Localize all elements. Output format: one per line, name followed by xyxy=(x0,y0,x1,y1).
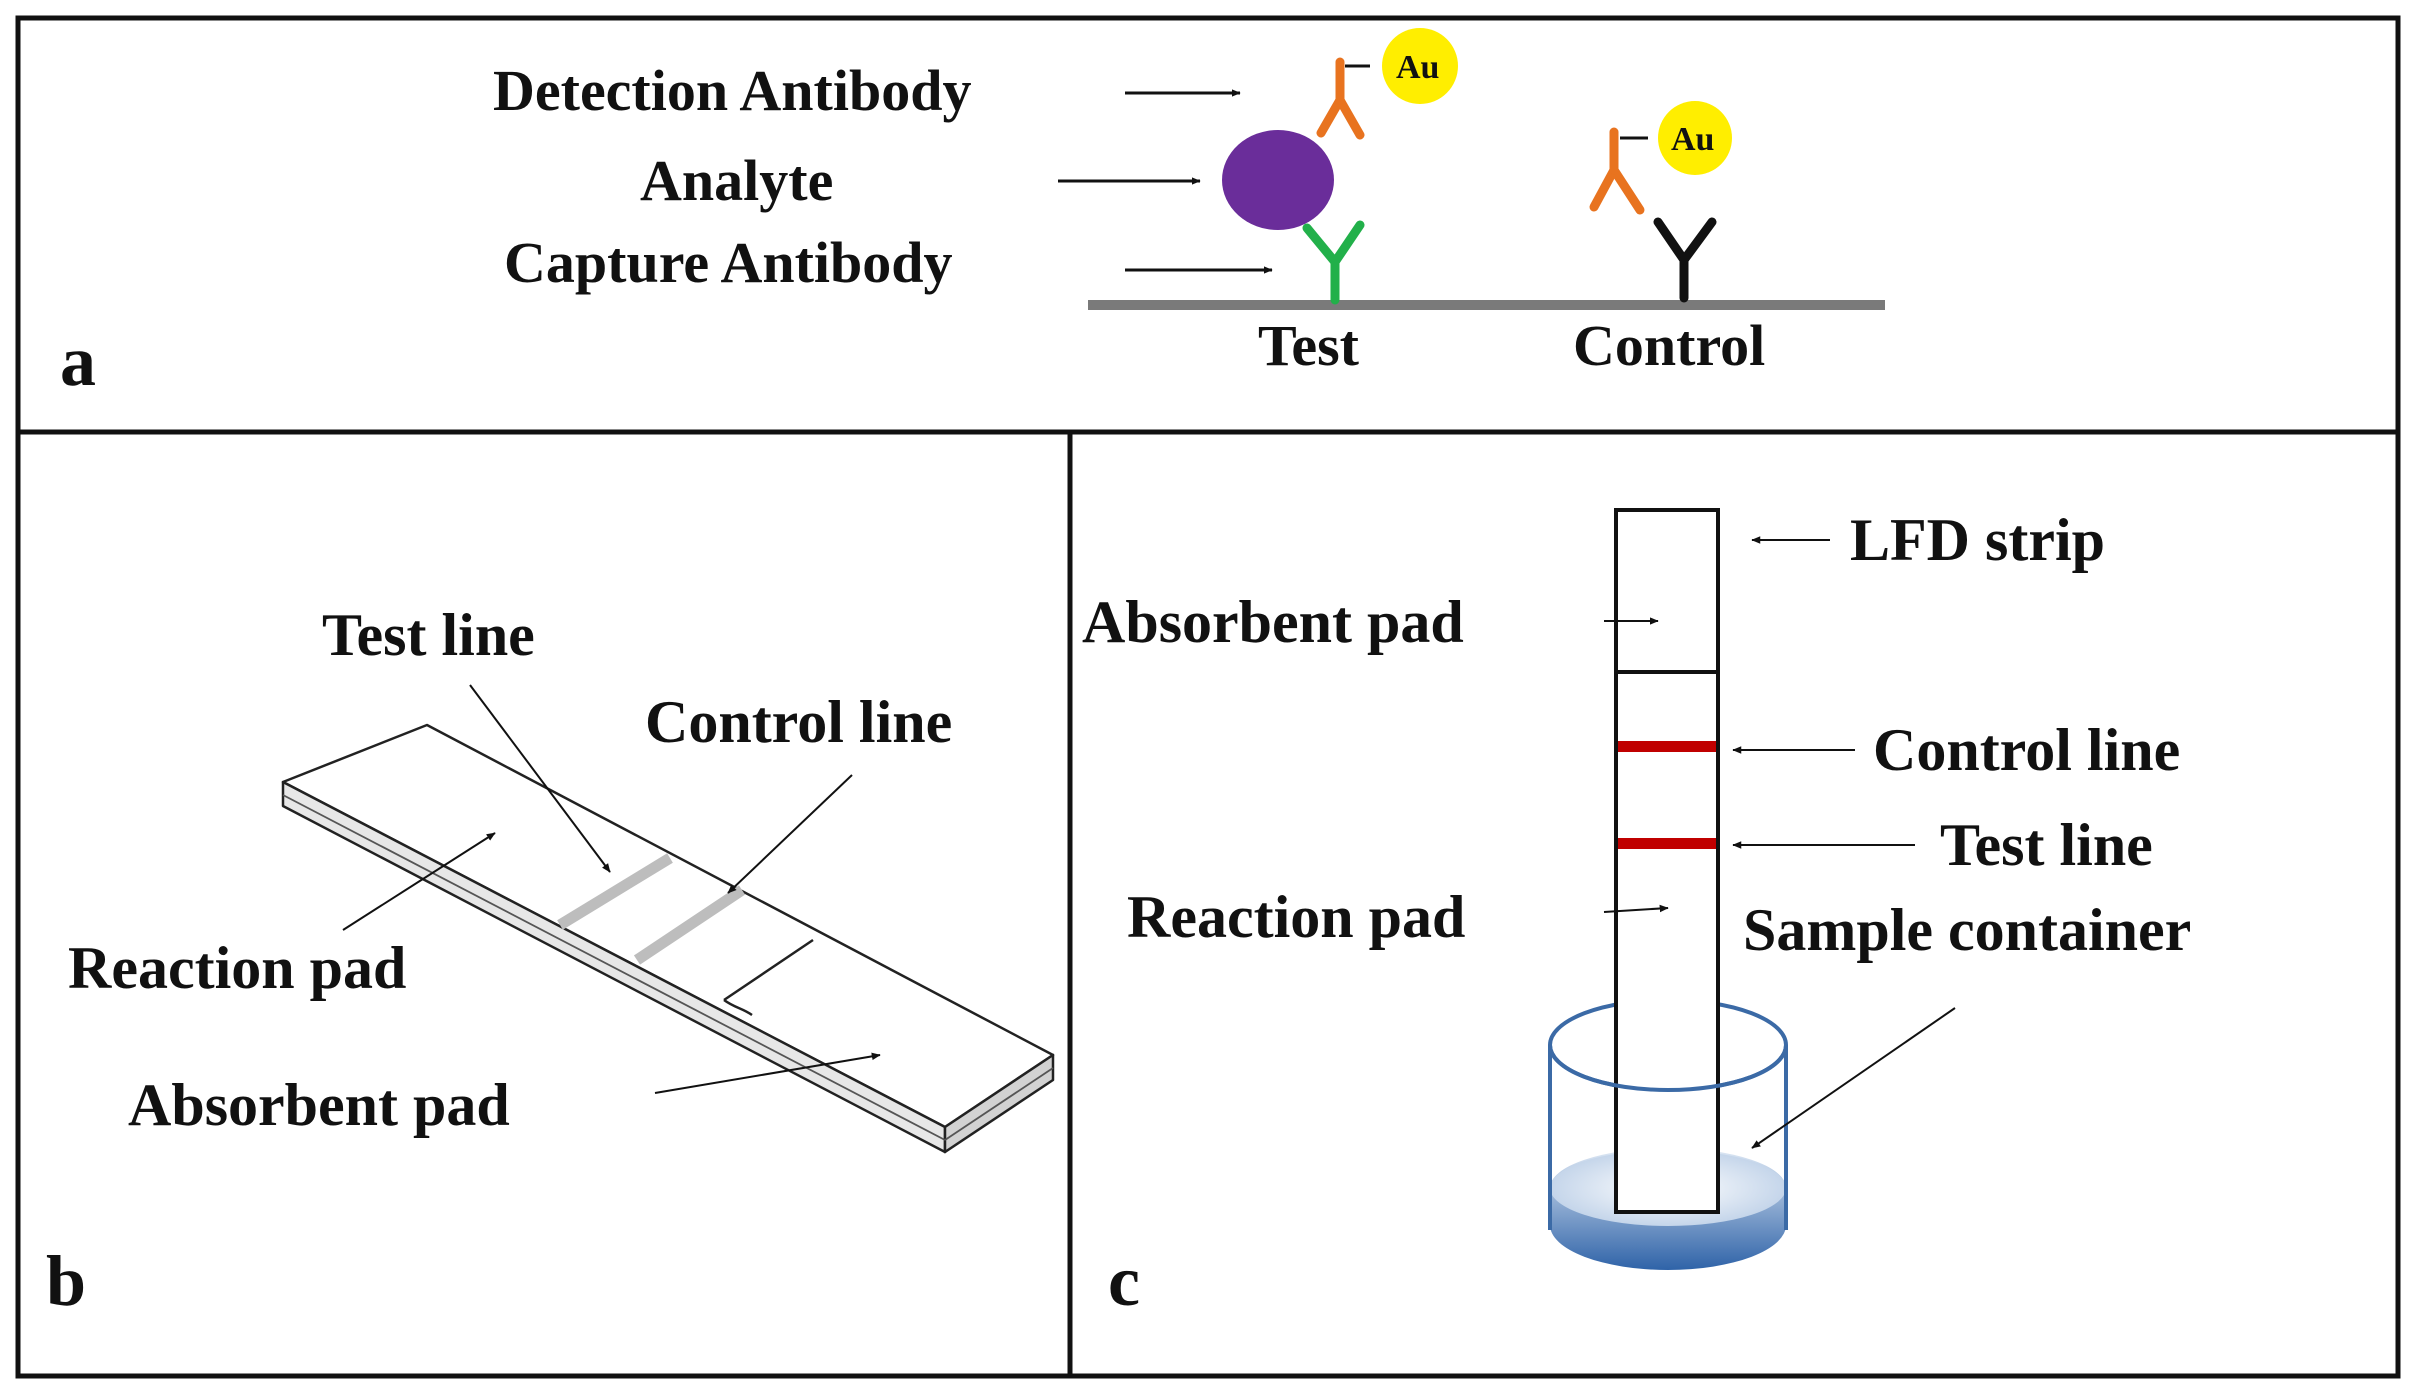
panel-b-arrows xyxy=(342,684,881,1094)
strip-3d-icon xyxy=(281,723,1055,1154)
test-zone-label: Test xyxy=(1258,313,1360,378)
panel-a: a Detection Antibody Analyte Capture Ant… xyxy=(60,28,1885,401)
panel-c-letter: c xyxy=(1108,1241,1140,1321)
gold-nanoparticle-icon xyxy=(1382,28,1458,104)
strip-test-line xyxy=(557,853,673,930)
panel-a-arrows xyxy=(1058,89,1273,274)
gold-label-test: Au xyxy=(1396,49,1439,86)
reaction-pad-label: Reaction pad xyxy=(68,935,406,1001)
strip-control-band xyxy=(1618,741,1716,752)
reaction-pad-c-label: Reaction pad xyxy=(1127,884,1465,950)
test-line-label: Test line xyxy=(322,602,535,668)
gold-label-control: Au xyxy=(1671,121,1714,158)
control-antibody-icon xyxy=(1653,217,1717,303)
control-zone-label: Control xyxy=(1573,313,1765,378)
absorbent-pad-c-label: Absorbent pad xyxy=(1082,589,1464,655)
sample-container-label: Sample container xyxy=(1743,897,2191,963)
analyte-icon xyxy=(1222,130,1334,230)
strip-test-band xyxy=(1618,838,1716,849)
detection-antibody-label: Detection Antibody xyxy=(493,58,972,123)
strip-control-line xyxy=(633,885,746,965)
detection-antibody-icon xyxy=(1316,57,1365,140)
panel-c: c LFD strip Absorbent pad Control line T… xyxy=(1082,507,2191,1321)
absorbent-pad-label: Absorbent pad xyxy=(128,1072,510,1138)
test-line-c-label: Test line xyxy=(1940,812,2153,878)
capture-antibody-icon xyxy=(1302,220,1365,305)
panel-a-letter: a xyxy=(60,321,96,401)
lfd-strip-icon xyxy=(1614,508,1720,1214)
panel-b-letter: b xyxy=(46,1241,86,1321)
control-line-label: Control line xyxy=(645,689,952,755)
sample-container-icon xyxy=(1548,1044,1788,1230)
gold-nanoparticle-control-icon xyxy=(1658,101,1732,175)
control-line-c-label: Control line xyxy=(1873,717,2180,783)
panel-c-arrows xyxy=(1603,536,1956,1149)
figure-frame xyxy=(15,15,2401,1379)
capture-antibody-label: Capture Antibody xyxy=(504,230,953,295)
lfd-strip-label: LFD strip xyxy=(1850,507,2105,573)
analyte-label: Analyte xyxy=(640,148,833,213)
panel-b: b Test line Control line Reaction pad Ab… xyxy=(46,602,1055,1321)
control-detection-antibody-icon xyxy=(1589,127,1645,215)
